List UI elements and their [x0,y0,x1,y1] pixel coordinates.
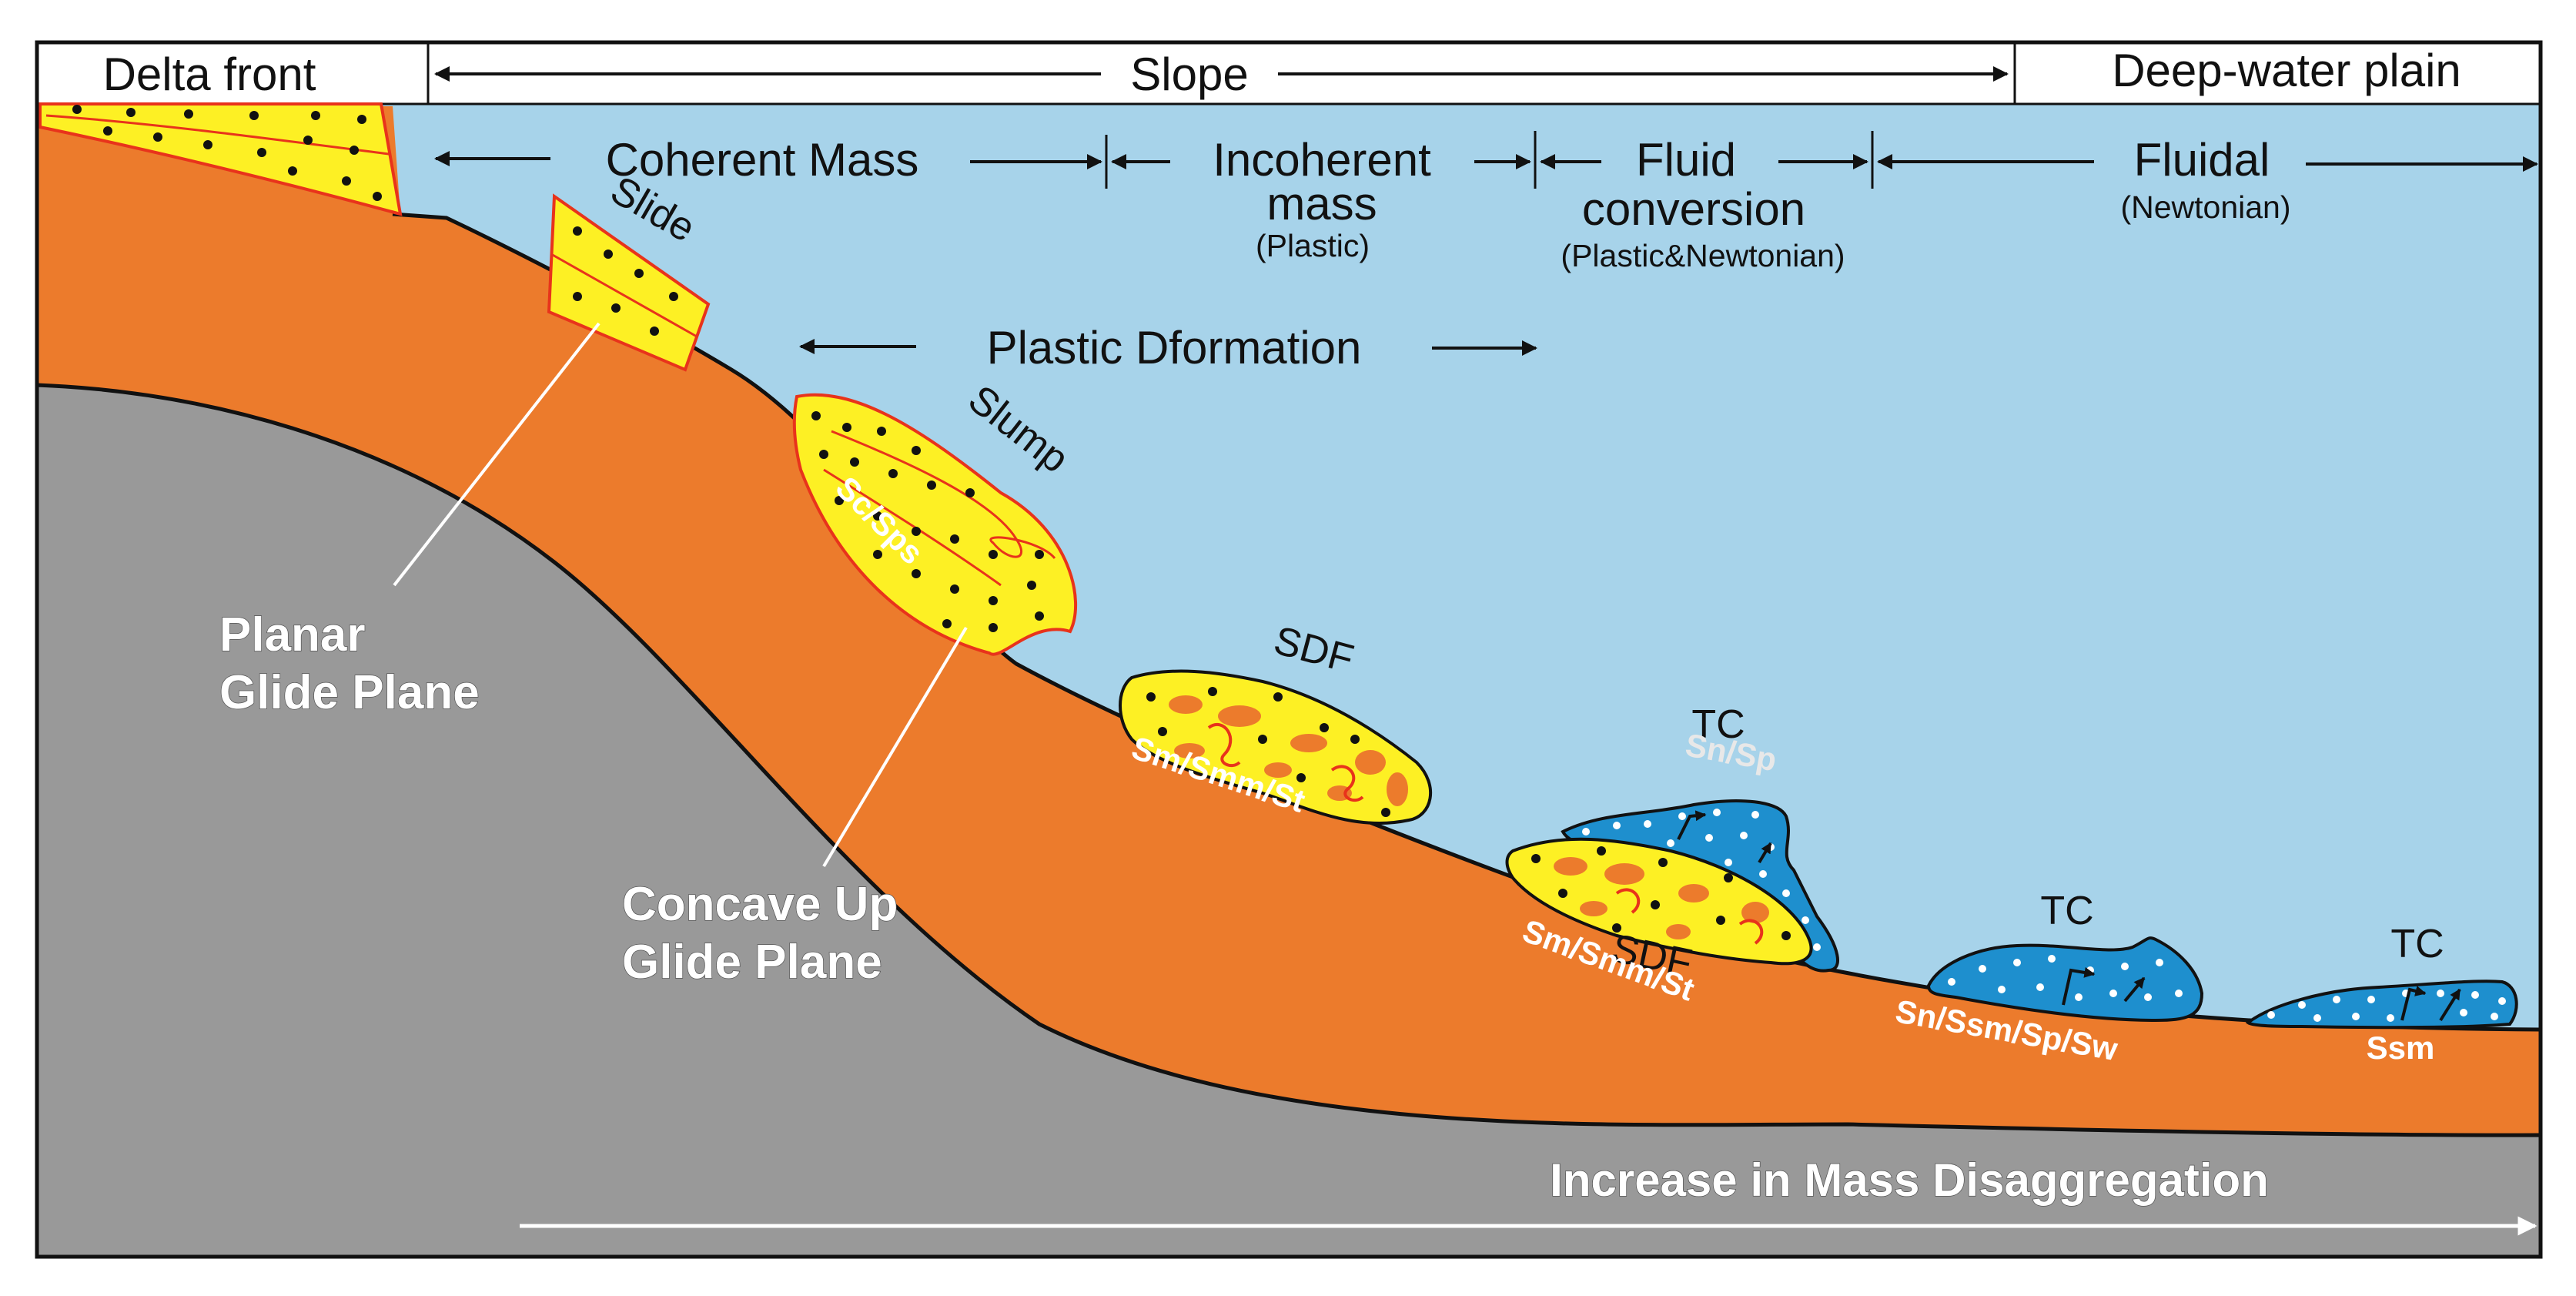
process-fluid-sub: (Plastic&Newtonian) [1561,238,1845,273]
zone-deep-water-plain: Deep-water plain [2112,45,2461,96]
process-fluid-line2: conversion [1582,183,1805,235]
sdf-body-1 [1119,669,1432,825]
planar-glide-line2: Glide Plane [219,666,480,719]
process-coherent-mass: Coherent Mass [606,134,919,186]
concave-glide-line1: Concave Up [622,878,898,931]
slump-body [792,393,1078,656]
tc-body-2 [1926,936,2204,1023]
concave-glide-line2: Glide Plane [622,936,882,989]
process-fluid-line1: Fluid [1636,134,1736,186]
process-incoherent-line1: Incoherent [1213,134,1431,186]
delta-front-sand [38,102,403,216]
frame-border [35,40,2543,1259]
process-incoherent-line2: mass [1266,178,1377,229]
facies-tc-3: Ssm [2367,1030,2435,1066]
planar-glide-leader [393,322,601,587]
basement [35,383,2543,1259]
process-incoherent-sub: (Plastic) [1256,228,1370,263]
zone-delta-front: Delta front [103,49,316,100]
trend-label: Increase in Mass Disaggregation [1550,1154,2269,1206]
label-tc-3: TC [2390,922,2444,966]
process-plastic-deformation: Plastic Dformation [987,322,1362,373]
process-fluidal: Fluidal [2134,134,2270,186]
planar-glide-line1: Planar [219,608,366,661]
label-tc-1: TC [1691,702,1745,747]
slide-block [547,193,711,372]
label-tc-2: TC [2040,889,2093,933]
zone-slope: Slope [1130,49,1248,100]
sdf-body-2 [1505,837,1813,966]
tc-body-3 [2245,980,2518,1030]
process-fluidal-sub: (Newtonian) [2120,189,2290,225]
concave-glide-leader [822,626,968,868]
